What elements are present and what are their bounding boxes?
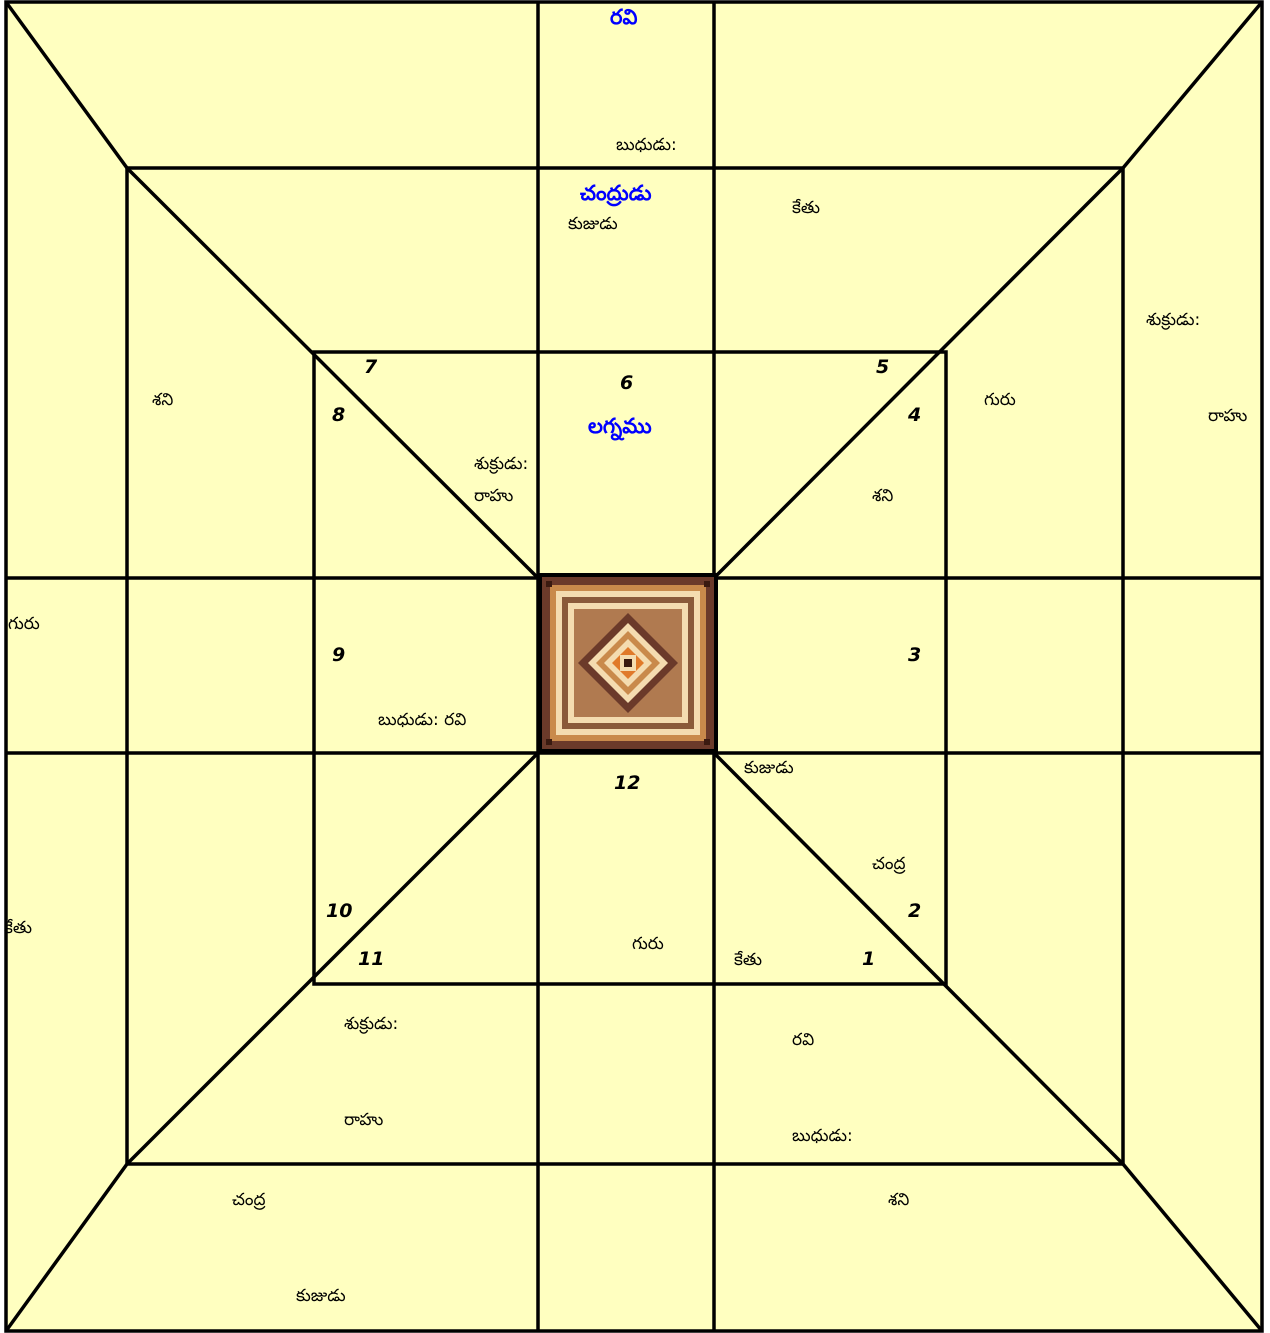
house-number-3: 3 bbox=[908, 644, 921, 666]
planet-label: బుధుడు: bbox=[792, 1126, 853, 1150]
planet-label: రాహు bbox=[344, 1110, 383, 1134]
house-number-4: 4 bbox=[908, 404, 921, 426]
planet-label: కేతు bbox=[792, 198, 820, 222]
planet-label: రాహు bbox=[474, 486, 513, 510]
house-number-7: 7 bbox=[364, 356, 377, 378]
house-number-6: 6 bbox=[620, 372, 633, 394]
house-number-5: 5 bbox=[876, 356, 889, 378]
planet-label: కుజుడు bbox=[744, 758, 794, 782]
house-number-12: 12 bbox=[614, 772, 640, 794]
planet-label: శుక్రుడు: bbox=[1146, 310, 1200, 334]
planet-label: కుజుడు bbox=[296, 1286, 346, 1310]
planet-label: రాహు bbox=[1208, 406, 1247, 430]
planet-label: గురు bbox=[632, 934, 664, 958]
planet-label: రవి bbox=[610, 5, 637, 35]
planet-label: శుక్రుడు: bbox=[344, 1014, 398, 1038]
planet-label: చంద్రుడు bbox=[580, 181, 652, 211]
house-number-1: 1 bbox=[862, 948, 875, 970]
planet-label: కేతు bbox=[734, 950, 762, 974]
planet-label: చంద్ర bbox=[872, 854, 906, 878]
planet-label: కేతు bbox=[4, 918, 32, 942]
planet-label: రవి bbox=[792, 1030, 814, 1054]
house-number-8: 8 bbox=[332, 404, 345, 426]
lagna-label: లగ్నము bbox=[588, 414, 652, 444]
planet-label: శని bbox=[872, 486, 893, 510]
planet-label: బుధుడు: రవి bbox=[378, 710, 466, 734]
house-number-9: 9 bbox=[332, 644, 345, 666]
planet-label: శుక్రుడు: bbox=[474, 454, 528, 478]
planet-label: కుజుడు bbox=[568, 214, 618, 238]
planet-label: చంద్ర bbox=[232, 1190, 266, 1214]
house-number-10: 10 bbox=[326, 900, 352, 922]
planet-label: బుధుడు: bbox=[616, 135, 677, 159]
planet-label: గురు bbox=[8, 614, 40, 638]
mandala-icon bbox=[538, 573, 718, 753]
house-number-11: 11 bbox=[358, 948, 384, 970]
house-number-2: 2 bbox=[908, 900, 921, 922]
planet-label: శని bbox=[152, 390, 173, 414]
planet-label: గురు bbox=[984, 390, 1016, 414]
planet-label: శని bbox=[888, 1190, 909, 1214]
